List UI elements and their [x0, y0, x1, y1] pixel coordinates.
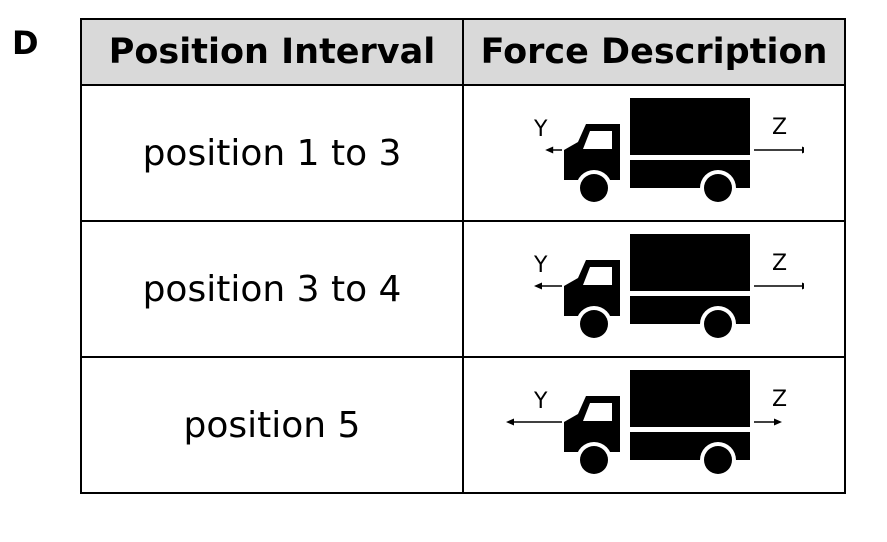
truck-icon — [564, 370, 750, 478]
force-table: Position Interval Force Description posi… — [80, 18, 846, 494]
interval-cell: position 3 to 4 — [80, 220, 464, 358]
table-row: position 5 — [80, 356, 846, 494]
force-diagram: Y Z — [533, 234, 804, 342]
interval-cell: position 1 to 3 — [80, 84, 464, 222]
left-force-label: Y — [533, 253, 548, 278]
force-diagram: Y Z — [506, 370, 787, 478]
left-force-arrow — [545, 146, 562, 154]
left-force-arrow — [506, 418, 562, 426]
right-force-arrow — [754, 146, 804, 154]
force-diagram-cell: Y Z — [462, 220, 846, 358]
table-row: position 1 to 3 — [80, 84, 846, 222]
header-position-interval: Position Interval — [80, 18, 464, 86]
interval-cell: position 5 — [80, 356, 464, 494]
option-label: D — [12, 24, 39, 62]
header-force-description: Force Description — [462, 18, 846, 86]
left-force-arrow — [534, 282, 562, 290]
left-force-label: Y — [533, 117, 548, 142]
right-force-label: Z — [772, 115, 787, 140]
right-force-arrow — [754, 282, 804, 290]
force-diagram: Y Z — [533, 98, 804, 206]
left-force-label: Y — [533, 389, 548, 414]
right-force-label: Z — [772, 387, 787, 412]
right-force-arrow — [754, 418, 782, 426]
truck-icon — [564, 234, 750, 342]
truck-icon — [564, 98, 750, 206]
force-diagram-cell: Y Z — [462, 356, 846, 494]
right-force-label: Z — [772, 251, 787, 276]
force-diagram-cell: Y Z — [462, 84, 846, 222]
table-header-row: Position Interval Force Description — [80, 18, 846, 86]
table-row: position 3 to 4 — [80, 220, 846, 358]
